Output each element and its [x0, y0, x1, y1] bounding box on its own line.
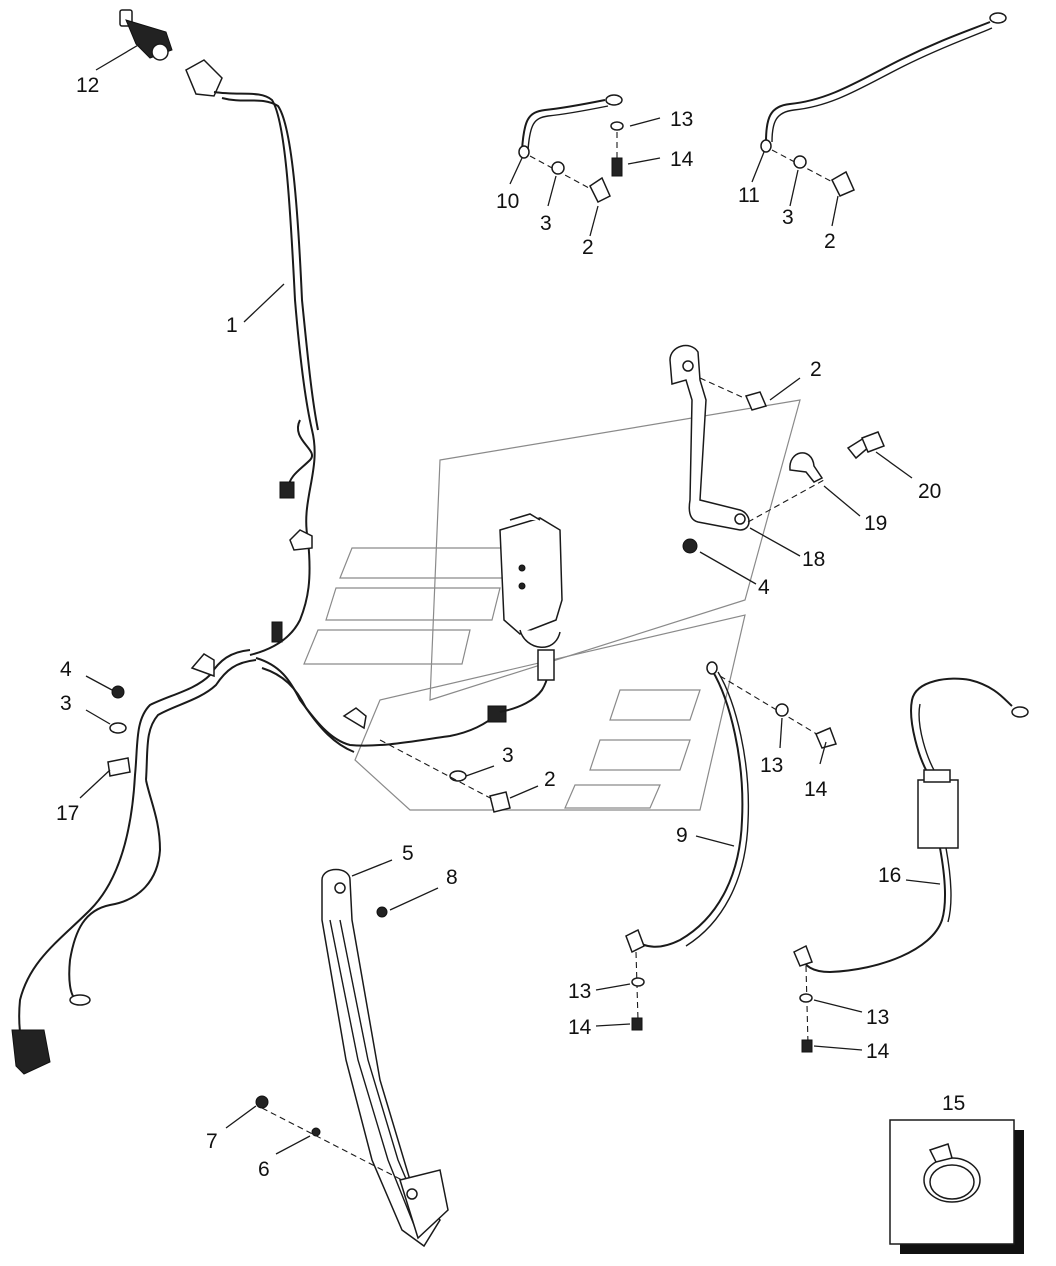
- main-harness-part-1: [11, 59, 550, 1075]
- hardware-parts: [107, 685, 511, 1181]
- callout-3: 3: [782, 206, 794, 229]
- callout-14: 14: [568, 1016, 592, 1039]
- callout-13: 13: [866, 1006, 889, 1029]
- callout-13: 13: [760, 754, 783, 777]
- callout-13: 13: [568, 980, 591, 1003]
- callout-15: 15: [942, 1092, 965, 1115]
- callout-17: 17: [56, 802, 79, 825]
- callout-3: 3: [540, 212, 552, 235]
- callout-10: 10: [496, 190, 519, 213]
- callout-8: 8: [446, 866, 458, 889]
- callout-18: 18: [802, 548, 825, 571]
- callout-4: 4: [60, 658, 72, 681]
- callout-labels: 12 1 13 14 10 3 2 11 3 2 2 20 19 18 4 4 …: [56, 74, 965, 1181]
- callout-19: 19: [864, 512, 887, 535]
- ground-strap-part-5: [321, 868, 449, 1248]
- callout-3: 3: [60, 692, 72, 715]
- ground-cable-part-10: [518, 94, 624, 204]
- callout-1: 1: [226, 314, 238, 337]
- ground-cable-part-9: [625, 661, 837, 1031]
- callout-13: 13: [670, 108, 693, 131]
- bracket-part-18: [669, 344, 825, 554]
- ground-cable-part-16: [793, 677, 1029, 1053]
- bolt-part-20: [846, 431, 885, 460]
- leader-arrows: [79, 43, 941, 1155]
- callout-14: 14: [866, 1040, 890, 1063]
- callout-2: 2: [824, 230, 836, 253]
- callout-14: 14: [670, 148, 694, 171]
- callout-4: 4: [758, 576, 770, 599]
- callout-9: 9: [676, 824, 688, 847]
- callout-16: 16: [878, 864, 901, 887]
- clip-part-19: [789, 452, 824, 483]
- callout-7: 7: [206, 1130, 218, 1153]
- callout-20: 20: [918, 480, 941, 503]
- ground-cable-part-11: [760, 12, 1007, 197]
- callout-11: 11: [738, 184, 760, 207]
- clamp-box-part-15: [889, 1119, 1024, 1254]
- callout-14: 14: [804, 778, 828, 801]
- callout-3: 3: [502, 744, 514, 767]
- connector-block: [499, 513, 563, 681]
- callout-2: 2: [544, 768, 556, 791]
- watermark-logo: [303, 399, 801, 811]
- sensor-part-12: [119, 9, 173, 61]
- callout-2: 2: [810, 358, 822, 381]
- callout-5: 5: [402, 842, 414, 865]
- callout-6: 6: [258, 1158, 270, 1181]
- callout-12: 12: [76, 74, 99, 97]
- callout-2: 2: [582, 236, 594, 259]
